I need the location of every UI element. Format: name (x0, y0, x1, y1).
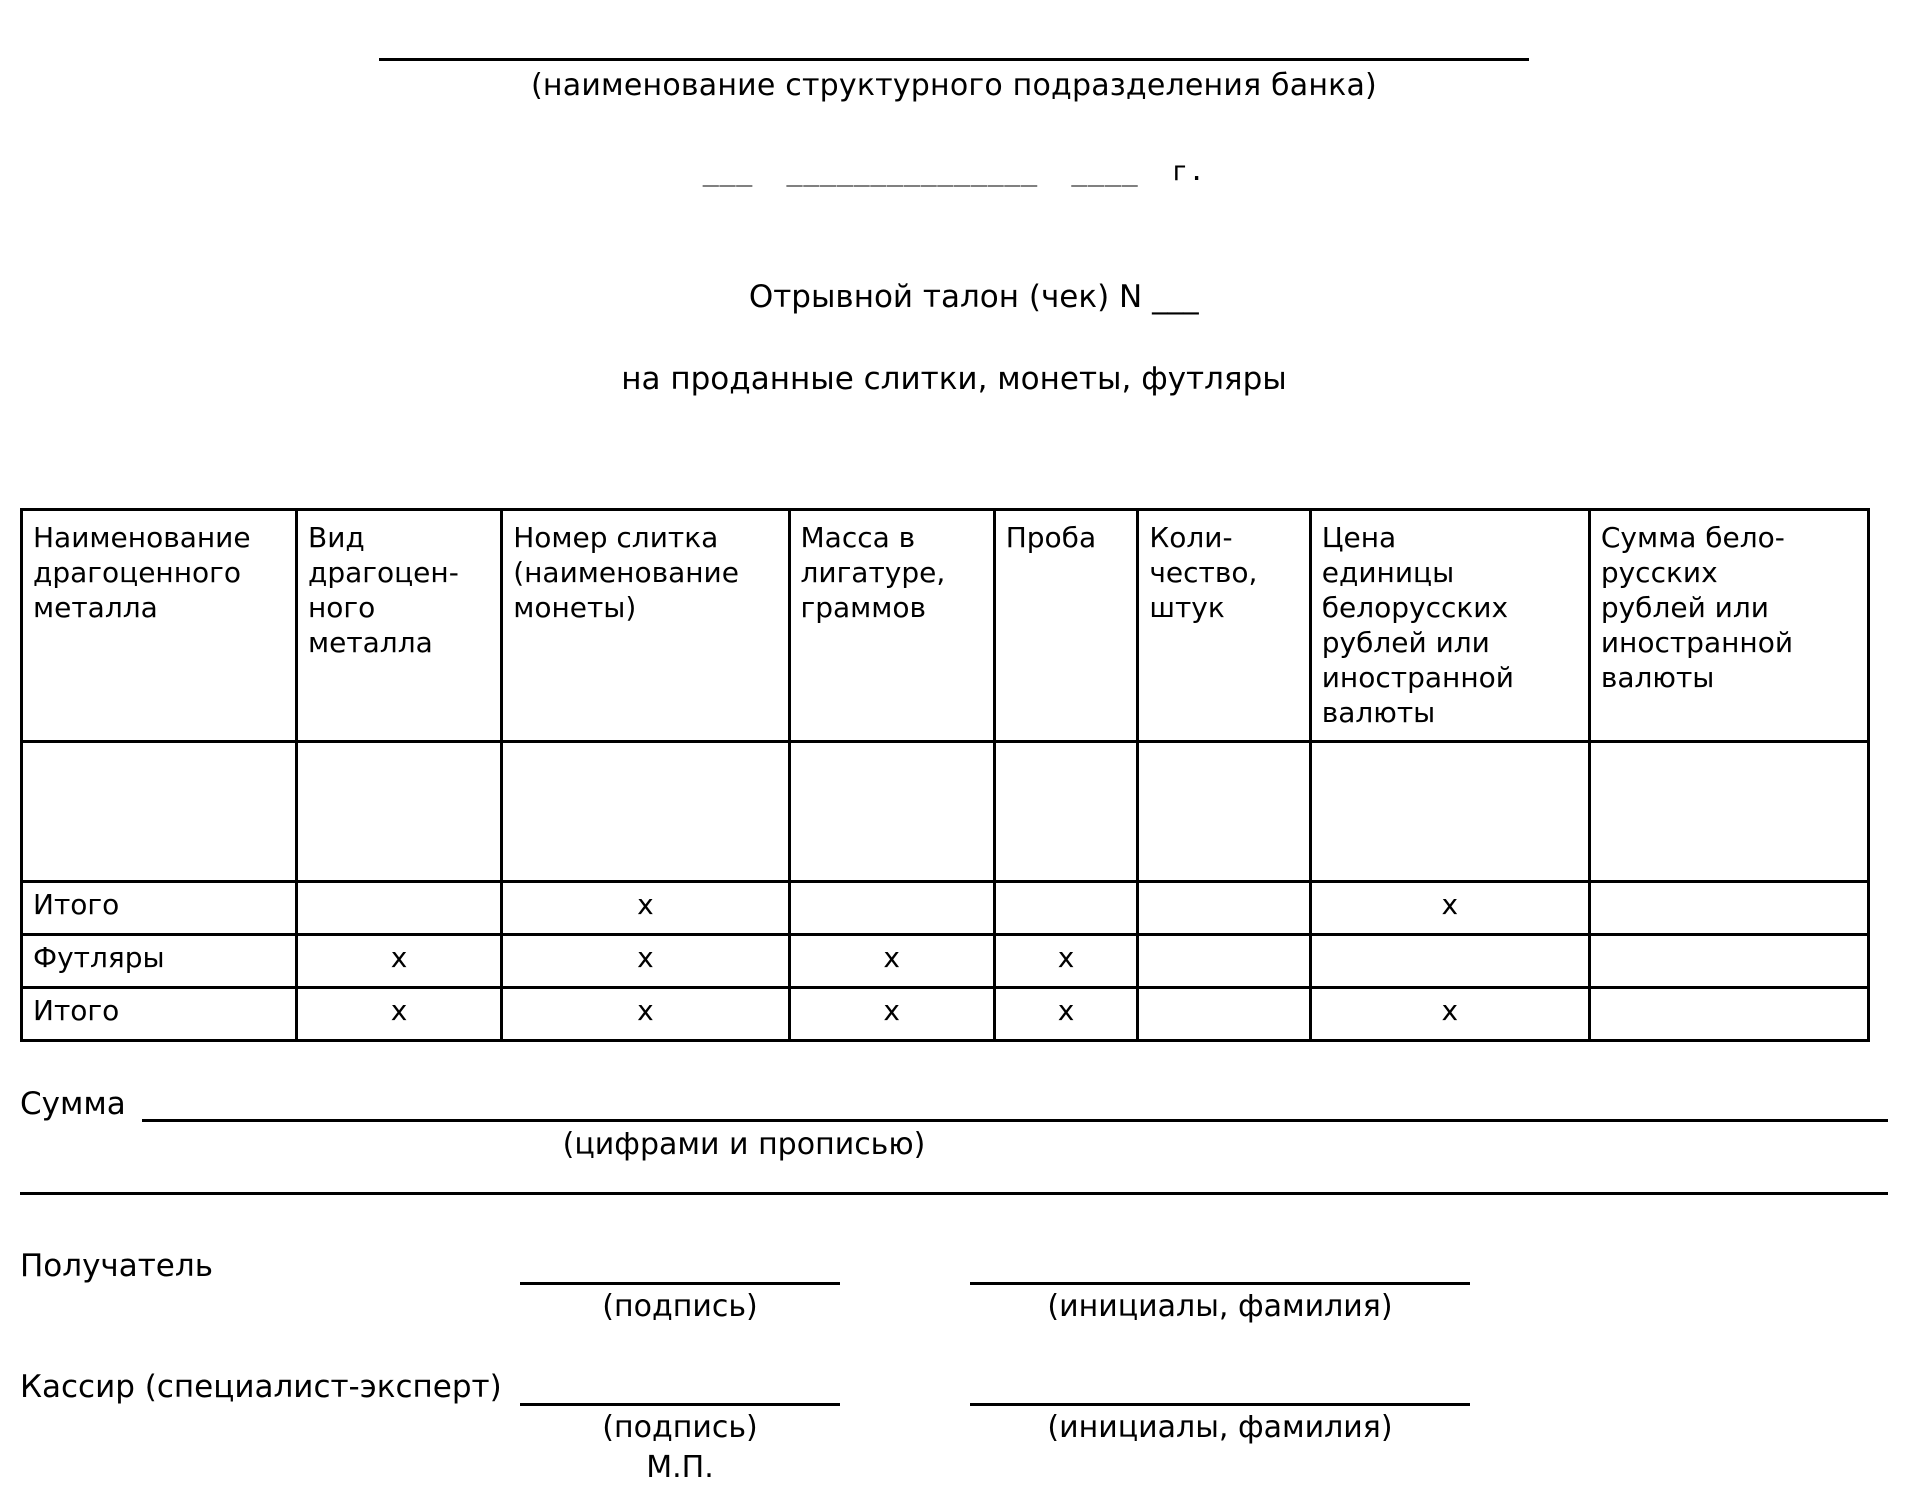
stamp-row: М.П. (20, 1449, 1888, 1487)
cashier-signature-caption: (подпись) (602, 1410, 758, 1445)
cell-unit-price: x (1308, 986, 1591, 1042)
organization-fill-line (379, 58, 1529, 61)
table-row (20, 740, 1871, 883)
column-header-metal-type: Вид драгоцен- ного металла (294, 508, 504, 743)
receiver-signature-line[interactable] (520, 1252, 840, 1285)
document-title-line1: Отрывной талон (чек) N ___ (748, 279, 1199, 315)
cell-metal-type (294, 880, 504, 936)
cashier-signature-row: Кассир (специалист-эксперт) (20, 1368, 1888, 1406)
cell-quantity (1136, 933, 1312, 989)
cell-mass[interactable] (787, 740, 996, 883)
organization-caption: (наименование структурного подразделения… (531, 68, 1377, 103)
cell-unit-price (1308, 933, 1591, 989)
date-line: ___ _______________ ____ г. (20, 151, 1888, 192)
cell-unit-price[interactable] (1308, 740, 1591, 883)
cell-quantity[interactable] (1136, 740, 1312, 883)
caption-spacer (20, 1409, 520, 1447)
cell-ingot-number: x (500, 880, 791, 936)
cell-ingot-number: x (500, 986, 791, 1042)
cell-quantity (1136, 880, 1312, 936)
table-row: Итого x x x x x (20, 986, 1871, 1042)
receiver-initials-caption: (инициалы, фамилия) (1047, 1289, 1393, 1324)
sum-section: Сумма (20, 1086, 1888, 1122)
cell-total-sum[interactable] (1587, 740, 1871, 883)
column-header-quantity: Коли- чество, штук (1136, 508, 1312, 743)
cashier-initials-line[interactable] (970, 1373, 1470, 1406)
receiver-signature-row: Получатель (20, 1247, 1888, 1285)
cell-metal-type: x (294, 986, 504, 1042)
column-header-fineness: Проба (992, 508, 1140, 743)
cell-fineness: x (992, 933, 1140, 989)
date-line-text: ___ _______________ ____ г. (702, 156, 1206, 187)
sum-label: Сумма (20, 1086, 126, 1122)
sum-caption: (цифрами и прописью) (562, 1127, 926, 1162)
row-label-grand-total: Итого (20, 986, 298, 1042)
cell-fineness[interactable] (992, 740, 1140, 883)
cell-quantity (1136, 986, 1312, 1042)
cell-mass (787, 880, 996, 936)
column-header-unit-price: Цена единицы белорусских рублей или инос… (1308, 508, 1591, 743)
cell-unit-price: x (1308, 880, 1591, 936)
stamp-label: М.П. (646, 1450, 714, 1485)
row-label-cases: Футляры (20, 933, 298, 989)
organization-block: (наименование структурного подразделения… (20, 0, 1888, 105)
cashier-caption-row: (подпись) (инициалы, фамилия) (20, 1409, 1888, 1447)
cell-ingot-number: x (500, 933, 791, 989)
column-header-mass: Масса в лигатуре, граммов (787, 508, 996, 743)
cell-metal-type: x (294, 933, 504, 989)
column-header-total-sum: Сумма бело- русских рублей или иностранн… (1587, 508, 1871, 743)
table-row: Итого x x (20, 880, 1871, 936)
cell-total-sum (1587, 933, 1871, 989)
receiver-role-label: Получатель (20, 1248, 213, 1284)
cell-ingot-number[interactable] (500, 740, 791, 883)
table-row: Футляры x x x x (20, 933, 1871, 989)
sum-fill-line[interactable] (141, 1089, 1888, 1122)
receiver-signature-caption: (подпись) (602, 1289, 758, 1324)
cell-fineness (992, 880, 1140, 936)
cell-metal-type[interactable] (294, 740, 504, 883)
document-title: Отрывной талон (чек) N ___ на проданные … (20, 236, 1888, 482)
receiver-initials-line[interactable] (970, 1252, 1470, 1285)
receiver-caption-row: (подпись) (инициалы, фамилия) (20, 1288, 1888, 1326)
caption-spacer (20, 1288, 520, 1326)
sum-continuation-line[interactable] (20, 1192, 1888, 1195)
caption-gap (840, 1409, 970, 1447)
cashier-initials-caption: (инициалы, фамилия) (1047, 1410, 1393, 1445)
cell-total-sum (1587, 986, 1871, 1042)
column-header-metal-name: Наименование драгоценного металла (20, 508, 298, 743)
row-label-total: Итого (20, 880, 298, 936)
caption-gap (840, 1288, 970, 1326)
cell-fineness: x (992, 986, 1140, 1042)
cashier-signature-line[interactable] (520, 1373, 840, 1406)
cashier-role-label: Кассир (специалист-эксперт) (20, 1369, 502, 1405)
column-header-ingot-number: Номер слитка (наименование монеты) (500, 508, 791, 743)
document-page: (наименование структурного подразделения… (20, 0, 1888, 1485)
cell-mass: x (787, 933, 996, 989)
cell-metal-name[interactable] (20, 740, 298, 883)
cell-mass: x (787, 986, 996, 1042)
table-header-row: Наименование драгоценного металла Вид др… (20, 508, 1871, 743)
document-title-line2: на проданные слитки, монеты, футляры (621, 361, 1287, 397)
cell-total-sum (1587, 880, 1871, 936)
signature-block: Получатель (подпись) (инициалы, фамилия)… (20, 1247, 1888, 1487)
items-table: Наименование драгоценного металла Вид др… (20, 508, 1871, 1042)
